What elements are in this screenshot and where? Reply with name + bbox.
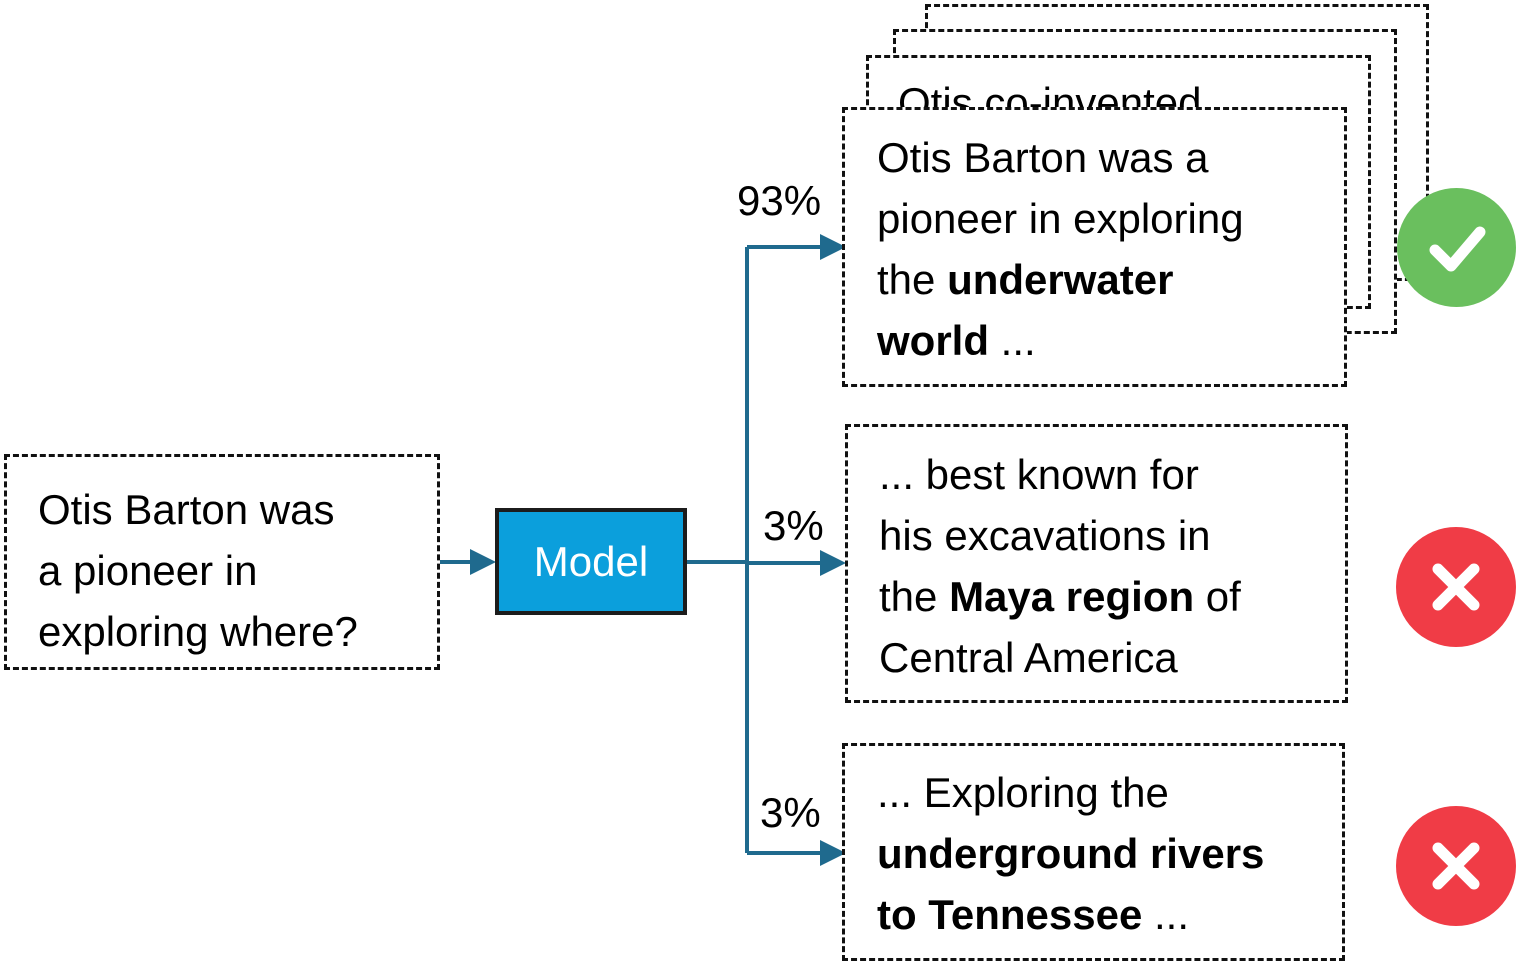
output-3-line-1: ... Exploring the xyxy=(877,769,1169,816)
cross-icon xyxy=(1396,527,1516,647)
output-2-line-2: his excavations in xyxy=(879,512,1211,559)
output-box-2: ... best known for his excavations in th… xyxy=(845,424,1348,703)
output-2-line-3: the Maya region of xyxy=(879,573,1241,620)
arrowhead xyxy=(820,234,846,260)
arrowhead xyxy=(470,549,496,575)
probability-label-1: 93% xyxy=(737,177,822,224)
highlighted-answer: underground rivers xyxy=(877,830,1265,877)
probability-label-3: 3% xyxy=(760,789,821,836)
output-2-line-1: ... best known for xyxy=(879,451,1199,498)
highlighted-answer: underwater xyxy=(947,256,1174,303)
arrowhead xyxy=(820,550,846,576)
stacked-sample-text: Otis co-invented xyxy=(898,79,1202,111)
output-box-3: ... Exploring the underground rivers to … xyxy=(842,743,1345,961)
output-1-line-4: world ... xyxy=(877,317,1036,364)
output-box-1: Otis Barton was a pioneer in exploring t… xyxy=(842,107,1347,387)
output-3-line-3: to Tennessee ... xyxy=(877,891,1189,938)
highlighted-answer: world xyxy=(877,317,989,364)
output-3-line-2: underground rivers xyxy=(877,823,1342,884)
output-1-line-2: pioneer in exploring xyxy=(877,195,1244,242)
input-line-3: exploring where? xyxy=(38,608,358,655)
highlighted-answer: Maya region xyxy=(949,573,1195,620)
check-icon xyxy=(1397,188,1516,307)
input-line-1: Otis Barton was xyxy=(38,486,335,533)
output-1-line-3: the underwater xyxy=(877,256,1174,303)
probability-label-2: 3% xyxy=(763,502,824,549)
model-box: Model xyxy=(495,508,687,615)
input-prompt-box: Otis Barton was a pioneer in exploring w… xyxy=(4,454,440,670)
output-1-line-1: Otis Barton was a xyxy=(877,134,1209,181)
arrowhead xyxy=(820,840,846,866)
cross-icon xyxy=(1396,806,1516,926)
output-2-line-4: Central America xyxy=(879,634,1178,681)
highlighted-answer: to Tennessee xyxy=(877,891,1143,938)
model-label: Model xyxy=(533,537,649,585)
input-line-2: a pioneer in xyxy=(38,547,258,594)
